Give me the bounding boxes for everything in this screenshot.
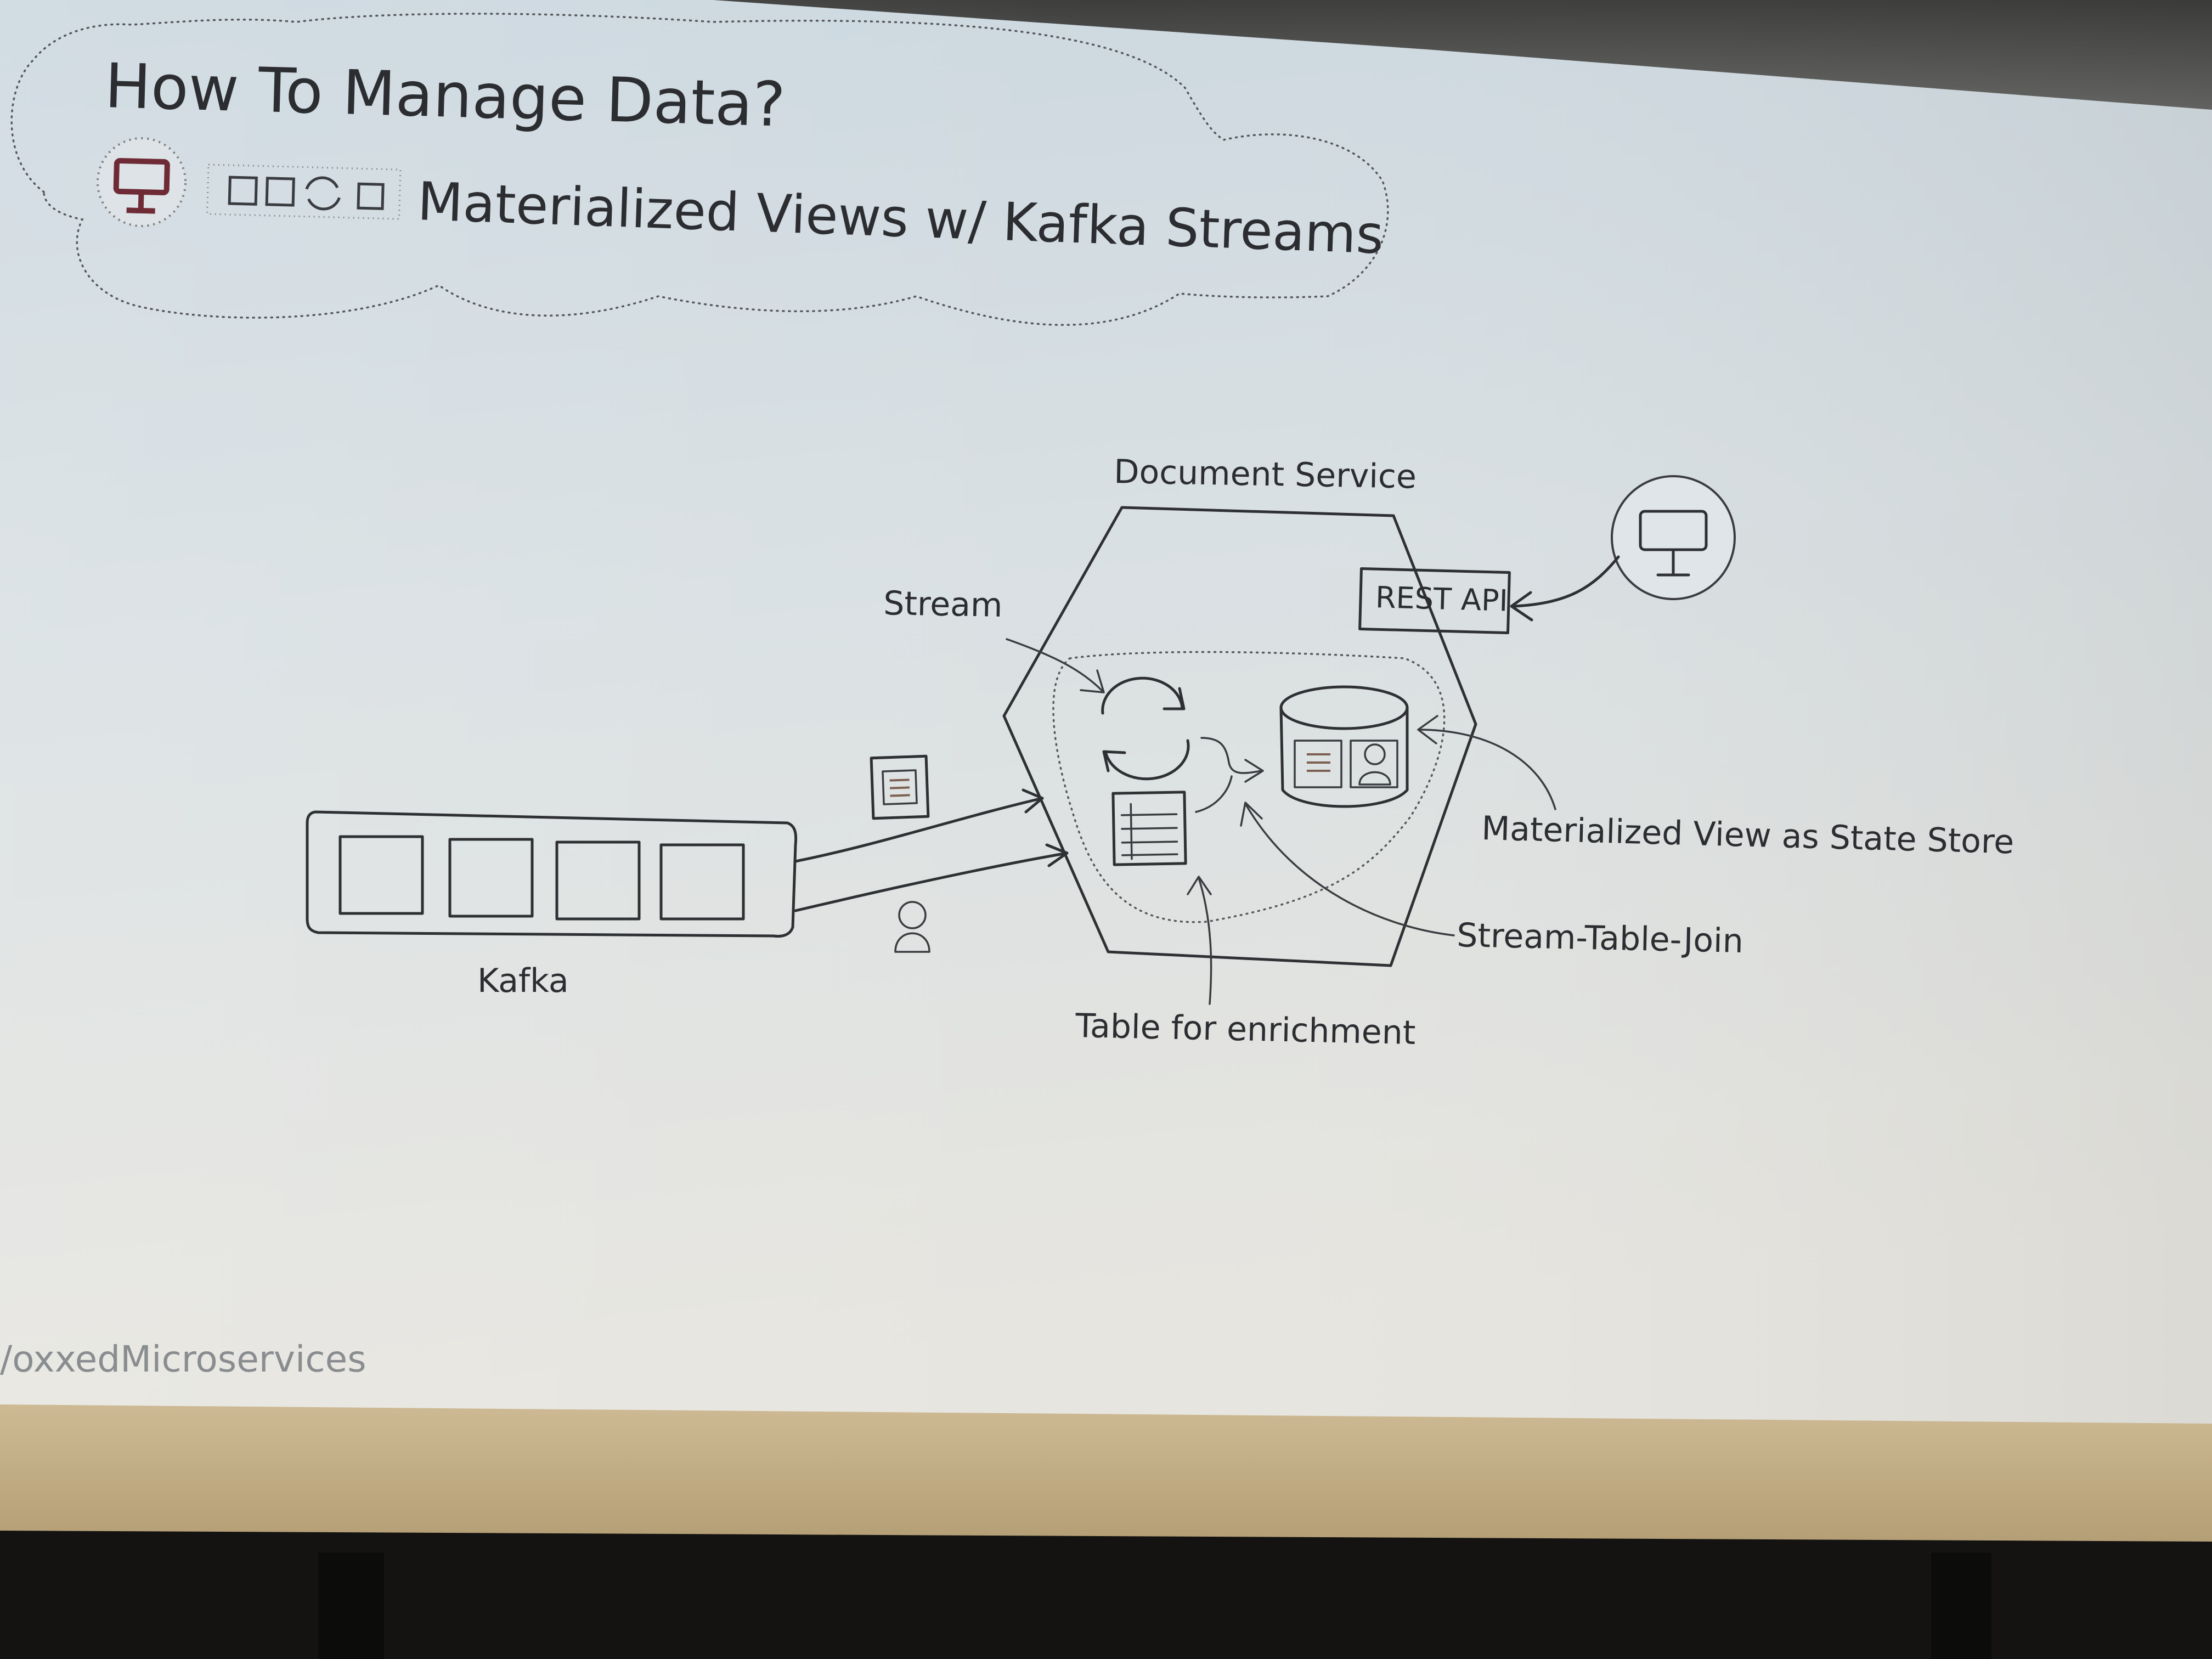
speaker-stand-left bbox=[318, 1553, 384, 1659]
client-to-api-arrow bbox=[1510, 555, 1620, 622]
rest-api-label: REST API bbox=[1375, 580, 1508, 618]
join-flow-arrows bbox=[1195, 737, 1264, 813]
footer-handle: /oxxedMicroservices bbox=[0, 1338, 366, 1380]
stage-floor bbox=[0, 1531, 2212, 1659]
inner-state-region bbox=[1052, 651, 1446, 923]
title-process-steps-icon bbox=[206, 163, 402, 220]
speaker-stand-right bbox=[1931, 1553, 1991, 1659]
state-store-database-icon bbox=[1279, 685, 1409, 808]
kafka-label: Kafka bbox=[477, 962, 569, 1000]
materialized-view-arrow bbox=[1417, 715, 1556, 810]
stream-processor-icon bbox=[1101, 676, 1190, 781]
title-thought-cloud bbox=[10, 13, 1389, 326]
document-service-hexagon bbox=[1002, 506, 1477, 967]
back-wall bbox=[0, 1393, 2212, 1553]
table-icon bbox=[1111, 791, 1187, 866]
table-enrichment-label: Table for enrichment bbox=[1075, 1007, 1416, 1052]
stream-arrow bbox=[1006, 638, 1105, 693]
stream-table-join-arrow bbox=[1240, 802, 1455, 936]
screen-glare bbox=[0, 0, 2212, 1424]
table-enrichment-arrow bbox=[1187, 876, 1212, 1005]
person-message-icon bbox=[894, 901, 930, 953]
document-service-label: Document Service bbox=[1114, 453, 1417, 496]
stream-label: Stream bbox=[883, 584, 1003, 625]
client-monitor-icon bbox=[1611, 475, 1736, 600]
kafka-person-arrow bbox=[794, 843, 1069, 912]
kafka-document-arrow bbox=[794, 788, 1044, 863]
title-monitor-icon bbox=[97, 137, 187, 227]
stream-table-join-label: Stream-Table-Join bbox=[1457, 916, 1744, 961]
document-message-icon bbox=[870, 754, 930, 820]
rest-api-box: REST API bbox=[1358, 567, 1511, 635]
kafka-log bbox=[306, 810, 798, 938]
